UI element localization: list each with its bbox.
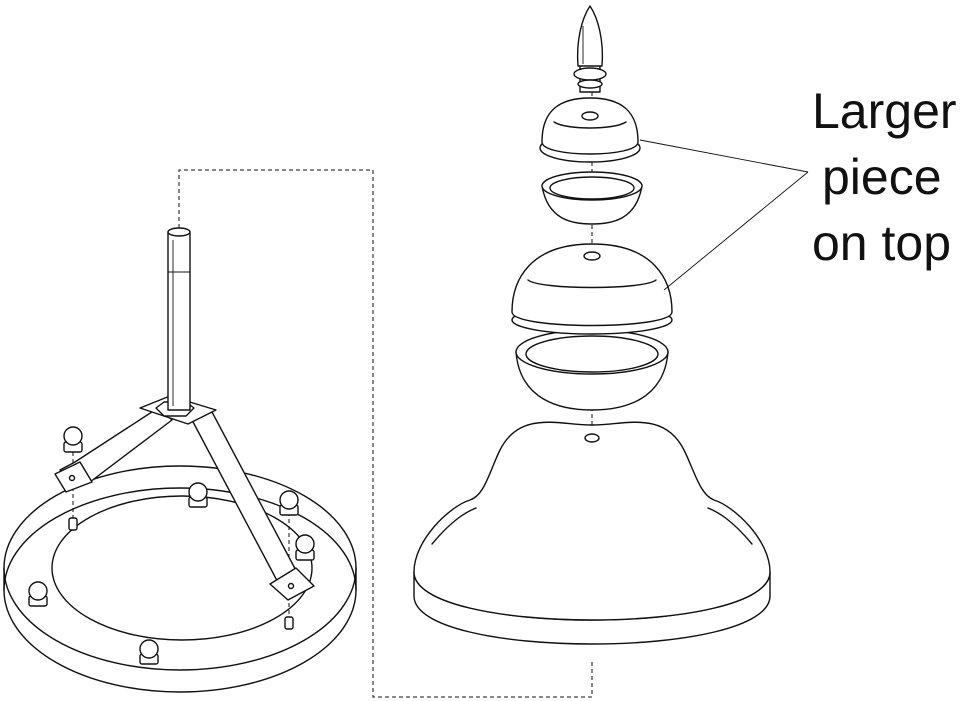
- callout-line-2: piece: [822, 149, 942, 205]
- lower-cup: [515, 329, 669, 411]
- callout-label: Larger piece on top: [812, 83, 957, 271]
- foot-knob: [279, 490, 299, 516]
- center-post: [167, 227, 191, 411]
- foot-knob: [63, 426, 83, 453]
- callout-pointer: [639, 139, 809, 291]
- bell-assembly: [413, 5, 809, 645]
- large-dome: [511, 243, 673, 335]
- callout-line-1: Larger: [812, 83, 957, 139]
- foot-knob: [139, 639, 159, 665]
- bell-base: [413, 421, 771, 645]
- small-cup: [541, 171, 643, 225]
- base-assembly: [3, 169, 593, 698]
- foot-knob: [28, 581, 48, 607]
- assembly-connector-line: [178, 169, 593, 698]
- small-dome: [539, 97, 641, 163]
- stud: [68, 517, 78, 531]
- callout-line-3: on top: [812, 215, 951, 271]
- finial: [573, 5, 607, 93]
- foot-knob: [188, 482, 208, 508]
- stud: [284, 616, 294, 630]
- foot-knob: [295, 534, 315, 561]
